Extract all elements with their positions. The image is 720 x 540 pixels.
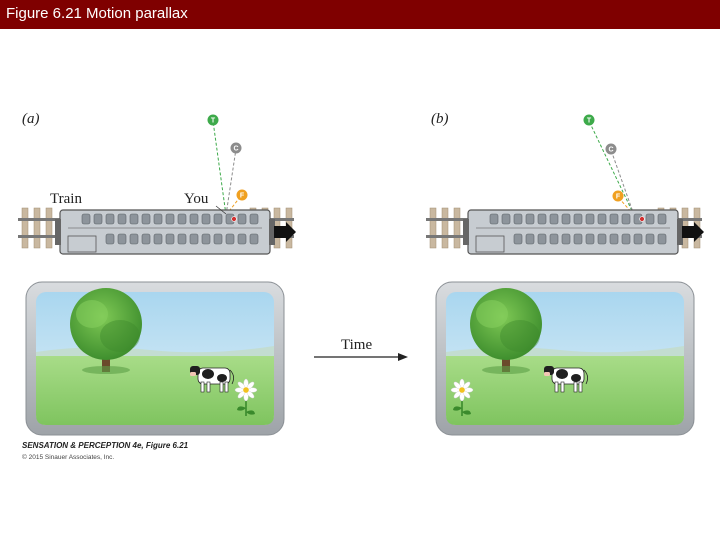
- slide-title: Figure 6.21 Motion parallax: [6, 5, 188, 22]
- panel-a-label: (a): [22, 111, 40, 127]
- tree-marker-letter-a: T: [211, 118, 216, 125]
- time-label: Time: [341, 337, 373, 353]
- you-pointer-line: [215, 205, 227, 215]
- figure-credit-title: SENSATION & PERCEPTION 4e, Figure 6.21: [22, 441, 189, 450]
- flower-marker-a: [236, 189, 248, 201]
- sight-lines-b: [588, 120, 635, 216]
- window-view-b: [435, 281, 695, 436]
- panel-b: [425, 114, 705, 436]
- cow-marker-a: [230, 142, 242, 154]
- tree-marker-b: [583, 114, 595, 126]
- window-view-a: [25, 281, 285, 436]
- you-label: You: [184, 191, 209, 207]
- train-a: [17, 207, 297, 255]
- cow-marker-letter-a: C: [233, 146, 238, 153]
- train-label: Train: [50, 191, 82, 207]
- panel-b-label: (b): [431, 111, 449, 127]
- flower-marker-letter-a: F: [240, 193, 245, 200]
- tree-marker-a: [207, 114, 219, 126]
- panel-a: [17, 114, 297, 436]
- cow-marker-letter-b: C: [608, 147, 613, 154]
- flower-marker-letter-b: F: [616, 194, 621, 201]
- time-arrow: [314, 353, 408, 361]
- title-bar: Figure 6.21 Motion parallax: [0, 0, 720, 29]
- cow-marker-b: [605, 143, 617, 155]
- flower-marker-b: [612, 190, 624, 202]
- figure-credit-copyright: © 2015 Sinauer Associates, Inc.: [22, 454, 115, 461]
- train-b: [425, 207, 705, 255]
- sight-lines-a: [212, 120, 242, 216]
- tree-marker-letter-b: T: [587, 118, 592, 125]
